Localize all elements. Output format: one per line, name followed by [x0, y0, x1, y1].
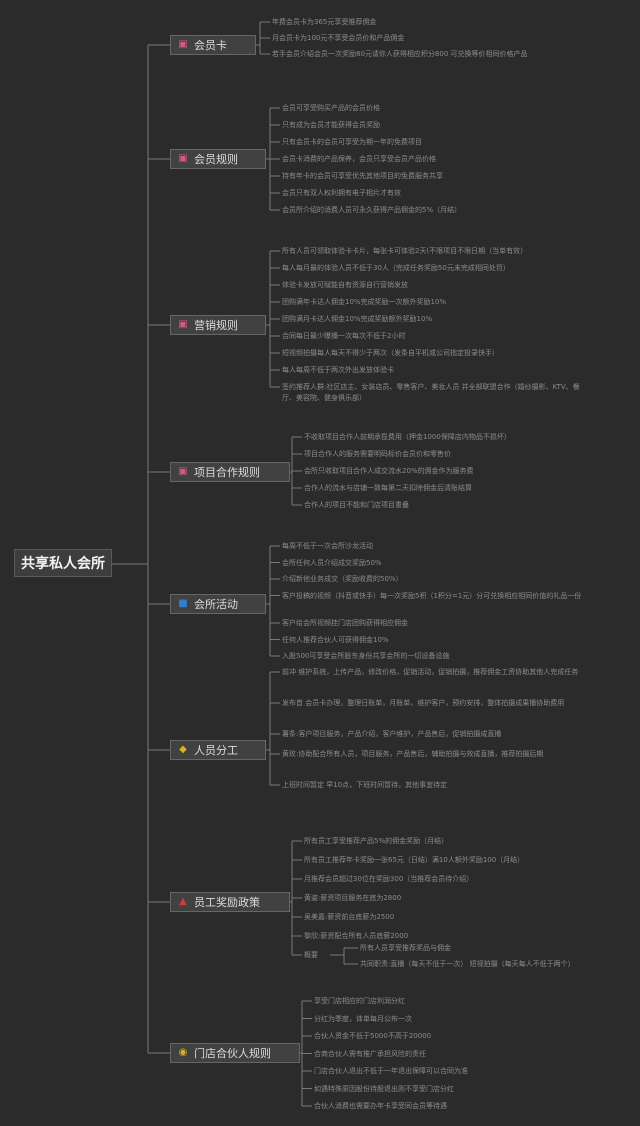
pink-card-icon: ▣ [178, 319, 188, 330]
leaf-item: 合作人的流水与店铺一致每第二天扣除佣金后清账结算 [304, 484, 472, 492]
leaf-item: 所有员工推荐年卡奖励一张65元（日结）满10人额外奖励100（月结） [304, 856, 525, 864]
leaf-item: 合商合伙人需有推广承担风险的责任 [314, 1049, 426, 1058]
leaf-item: 黄玫:协助配合所有人员，项目服务，产品售后，辅助拍摄与效成直播，推荐拍摄后期 [282, 750, 544, 758]
leaf-item: 只有成为会员才能获得会员奖励 [282, 121, 380, 129]
leaf-item: 发布首 会员卡办理，整理日账单，月账单，维护客户，预约安排，整体拍摄成果播协助费… [282, 699, 565, 707]
leaf-item: 门店合伙人退出不低于一年退出保障可以合同为准 [314, 1067, 468, 1075]
leaf-item: 会所只收取项目合作人成交流水20%的佣金作为服务费 [304, 467, 474, 475]
topic-1[interactable]: ▣ 会员卡 [170, 35, 256, 55]
leaf-item: 会员所介绍的消费人员可永久获得产品佣金的5%（月结） [282, 206, 462, 214]
leaf-item: 每人每周不低于两次外出发放体验卡 [282, 366, 394, 374]
leaf-item: 上班时间暂定 早10点，下班时间暂待，其他事宜待定 [282, 781, 448, 789]
leaf-item: 介绍新他业务成交（奖励收费的50%） [282, 575, 403, 583]
leaf-item: 项目合作人的服务需要明码标价会员价和零售价 [304, 450, 451, 458]
sub-leaf-item: 共同职责:直播（每天不低于一次） 短视拍摄（每天每人不低于两个） [360, 960, 575, 968]
root-topic[interactable]: 共享私人会所 [14, 549, 112, 577]
leaf-item: 概要 [304, 951, 318, 959]
leaf-item: 会所任何人员介绍成交奖励50% [282, 558, 382, 567]
leaf-item: 会员只有双人权利拥有电子相片才有效 [282, 189, 401, 197]
leaf-item: 签约推荐人群:社区店主、女装店员、零售客户、美妆人员 并全部联盟合作（婚纱摄影、… [282, 383, 580, 402]
gold-coin-icon: ◉ [178, 1047, 188, 1058]
leaf-item: 入股500可享受会所股东身份共享会所的一切设备设施 [282, 652, 450, 660]
pink-card-icon: ▣ [178, 466, 188, 477]
diamond-icon: ◆ [179, 744, 187, 755]
topic-3[interactable]: ▣ 营销规则 [170, 315, 266, 335]
leaf-item: 黄姿:薪资项目服务在底为2800 [304, 894, 402, 902]
topic-4[interactable]: ▣ 项目合作规则 [170, 462, 290, 482]
topic-6[interactable]: ◆ 人员分工 [170, 740, 266, 760]
leaf-item: 月会员卡为100元不享受会员价和产品佣金 [272, 34, 405, 42]
leaf-item: 月推荐会员超过30位在奖励300（当推荐会员待介绍） [304, 875, 474, 883]
leaf-item: 会员可享受购买产品的会员价格 [282, 104, 380, 112]
leaf-item: 黎欣:薪资配合所有人员底薪2000 [304, 932, 409, 940]
leaf-item: 会员卡消费的产品保养，会员只享受会员产品价格 [282, 155, 436, 163]
topic-2[interactable]: ▣ 会员规则 [170, 149, 266, 169]
red-bag-icon: ▲ [179, 896, 187, 907]
leaf-item: 吴美嘉:薪资前台底薪为2500 [304, 913, 395, 921]
topic-label: 人员分工 [194, 744, 238, 757]
topic-label: 项目合作规则 [194, 466, 260, 479]
leaf-item: 团购满月卡达人佣金10%完成奖励额外奖励10% [282, 315, 433, 323]
leaf-item: 年费会员卡为365元享受推荐佣金 [272, 18, 377, 26]
leaf-item: 每周不低于一次会所沙龙活动 [282, 542, 373, 550]
leaf-item: 客户投稿的视频（抖音或快手）每一次奖励5积（1积分=1元）分可兑换相应相同价值的… [282, 591, 582, 600]
sub-leaf-item: 所有人员享受推荐奖品与佣金 [360, 944, 451, 952]
topic-label: 会员规则 [194, 153, 238, 166]
leaf-item: 不收取项目合作人前期承揽费用（押金1000保障店内物品不损坏） [304, 433, 511, 441]
leaf-item: 若手会员介绍会员一次奖励80元请你人获得相应积分800 可兑换等价相同价格产品 [272, 50, 528, 58]
topic-label: 门店合伙人规则 [194, 1047, 271, 1060]
leaf-item: 合伙人资金不低于5000不高于20000 [314, 1032, 432, 1040]
leaf-item: 薯条:客户项目服务，产品介绍，客户维护，产品售后，促销拍摄成直播 [282, 730, 502, 738]
topic-7[interactable]: ▲ 员工奖励政策 [170, 892, 290, 912]
topic-label: 员工奖励政策 [194, 896, 260, 909]
leaf-item: 客户给会所视频挂门店团购获得相应佣金 [282, 619, 408, 627]
pink-card-icon: ▣ [178, 39, 188, 50]
leaf-item: 团购满年卡达人佣金10%完成奖励一次额外奖励10% [282, 298, 447, 306]
leaf-item: 持有年卡的会员可享受优先其他项目的免费服务共享 [282, 172, 443, 180]
pink-card-icon: ▣ [178, 153, 188, 164]
leaf-item: 分红为季度，体单每月公布一次 [314, 1014, 412, 1023]
leaf-item: 如遇特殊原因股份持股退出则不享受门店分红 [314, 1084, 454, 1093]
leaf-item: 所有员工享受推荐产品5%的佣金奖励（月结） [304, 837, 449, 845]
leaf-item: 享受门店相应的门店利润分红 [314, 997, 405, 1005]
topic-8[interactable]: ◉ 门店合伙人规则 [170, 1043, 300, 1063]
leaf-item: 前冲 维护系统，上传产品，修改价格，促销活动，促销拍摄，推荐佣金工资协助其他人完… [282, 668, 579, 676]
leaf-item: 只有会员卡的会员可享受为期一年的免费项目 [282, 138, 422, 146]
topic-5[interactable]: ■ 会所活动 [170, 594, 266, 614]
topic-label: 会所活动 [194, 598, 238, 611]
leaf-item: 体验卡发放可赋能自有资源自行营销发放 [282, 281, 408, 289]
leaf-item: 短视频拍摄每人每天不得少于两次（发条自平机或公司指定投录快手） [282, 349, 499, 357]
leaf-item: 合伙人消费也需要办年卡享受同会员等待遇 [314, 1102, 447, 1110]
leaf-item: 每人每月最的体验人员不低于30人（完成任务奖励50元未完成相同处罚） [282, 264, 510, 272]
leaf-item: 任何人推荐合伙人可获得佣金10% [282, 635, 389, 644]
topic-label: 营销规则 [194, 319, 238, 332]
leaf-item: 所有人员可领取体验卡卡片，每张卡可体验2天(不限项目不限日期（当单有效） [282, 247, 528, 255]
topic-label: 会员卡 [194, 39, 227, 52]
leaf-item: 合作人的项目不能和门店项目重叠 [304, 501, 409, 509]
blue-square-icon: ■ [178, 598, 188, 609]
leaf-item: 合同每日最少曝播一次每次不低于2小时 [282, 332, 406, 340]
